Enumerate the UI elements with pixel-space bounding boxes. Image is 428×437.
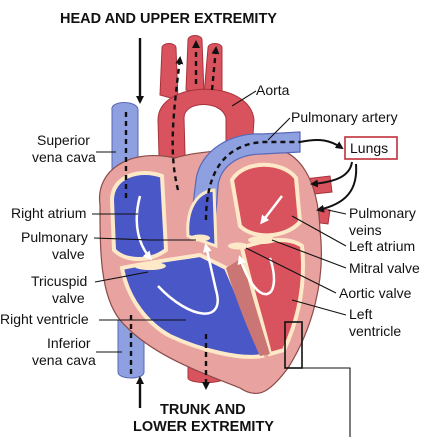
aortic-valve-leader [245, 247, 337, 294]
rv-flow-arrow [157, 243, 219, 315]
wall-callout-leader [302, 367, 351, 437]
right-atrium [109, 171, 169, 261]
aortic-valve-shape [228, 242, 248, 250]
left-atrium-leader [291, 215, 347, 247]
top-header: HEAD AND UPPER EXTREMITY [60, 11, 277, 27]
mitral-valve-shape [248, 236, 276, 244]
pulmonary-veins-label-2: veins [349, 222, 382, 238]
bottom-header-line1: TRUNK AND [160, 402, 246, 418]
left-ventricle-label-1: Left [349, 306, 372, 322]
aortic-branch-left [159, 43, 179, 101]
lungs-label: Lungs [350, 140, 388, 156]
pulmonary-veins-leader [327, 209, 347, 215]
tricuspid-valve-label-1: Tricuspid [31, 273, 87, 289]
mitral-valve-label: Mitral valve [349, 260, 420, 276]
tricuspid-valve [134, 262, 166, 270]
myocardium-strip [226, 258, 270, 356]
right-atrium-label: Right atrium [11, 205, 86, 221]
to-lungs-arrow [299, 139, 344, 150]
pulmonary-valve-leader [93, 237, 196, 241]
aorta-leader [231, 90, 257, 107]
pulmonary-veins-label-1: Pulmonary [349, 205, 416, 221]
inferior-vena-cava-label-2: vena cava [32, 352, 96, 368]
left-ventricle-label-2: ventricle [349, 323, 401, 339]
right-ventricle-label: Right ventricle [0, 311, 89, 327]
pulmonary-valve-label-2: valve [52, 246, 85, 262]
mitral-valve-leader [271, 239, 347, 269]
ra-flow-arrow [135, 195, 152, 261]
pulmonary-flow-line [204, 140, 300, 221]
inferior-vena-cava-label-1: Inferior [47, 335, 91, 351]
from-lungs-arrow-1 [310, 161, 353, 188]
aorta-label: Aorta [256, 82, 290, 98]
from-lungs-arrow-2 [316, 163, 358, 213]
aorta-flow-line [171, 56, 184, 191]
pulmonary-artery-leader [267, 117, 291, 141]
la-flow-arrow [260, 195, 283, 225]
superior-vena-cava-label-2: vena cava [32, 149, 96, 165]
pulmonary-valve-label-1: Pulmonary [21, 229, 88, 245]
lv-flow-arrow [237, 255, 276, 296]
pulmonary-outflow [186, 188, 218, 249]
tricuspid-valve-leader [94, 271, 149, 283]
wall-callout-box [284, 321, 303, 369]
superior-vena-cava-label-1: Superior [37, 132, 90, 148]
aorta-flow-line-3 [210, 46, 220, 91]
aortic-valve-label: Aortic valve [339, 285, 412, 301]
left-atrium-label: Left atrium [349, 238, 415, 254]
lungs-box [344, 136, 398, 160]
left-ventricle-leader [291, 299, 347, 316]
pulmonary-artery-label: Pulmonary artery [291, 109, 398, 125]
bottom-header-line2: LOWER EXTREMITY [133, 419, 274, 435]
left-atrium [229, 162, 303, 238]
right-ventricle [119, 252, 265, 359]
tricuspid-valve-label-2: valve [52, 290, 85, 306]
